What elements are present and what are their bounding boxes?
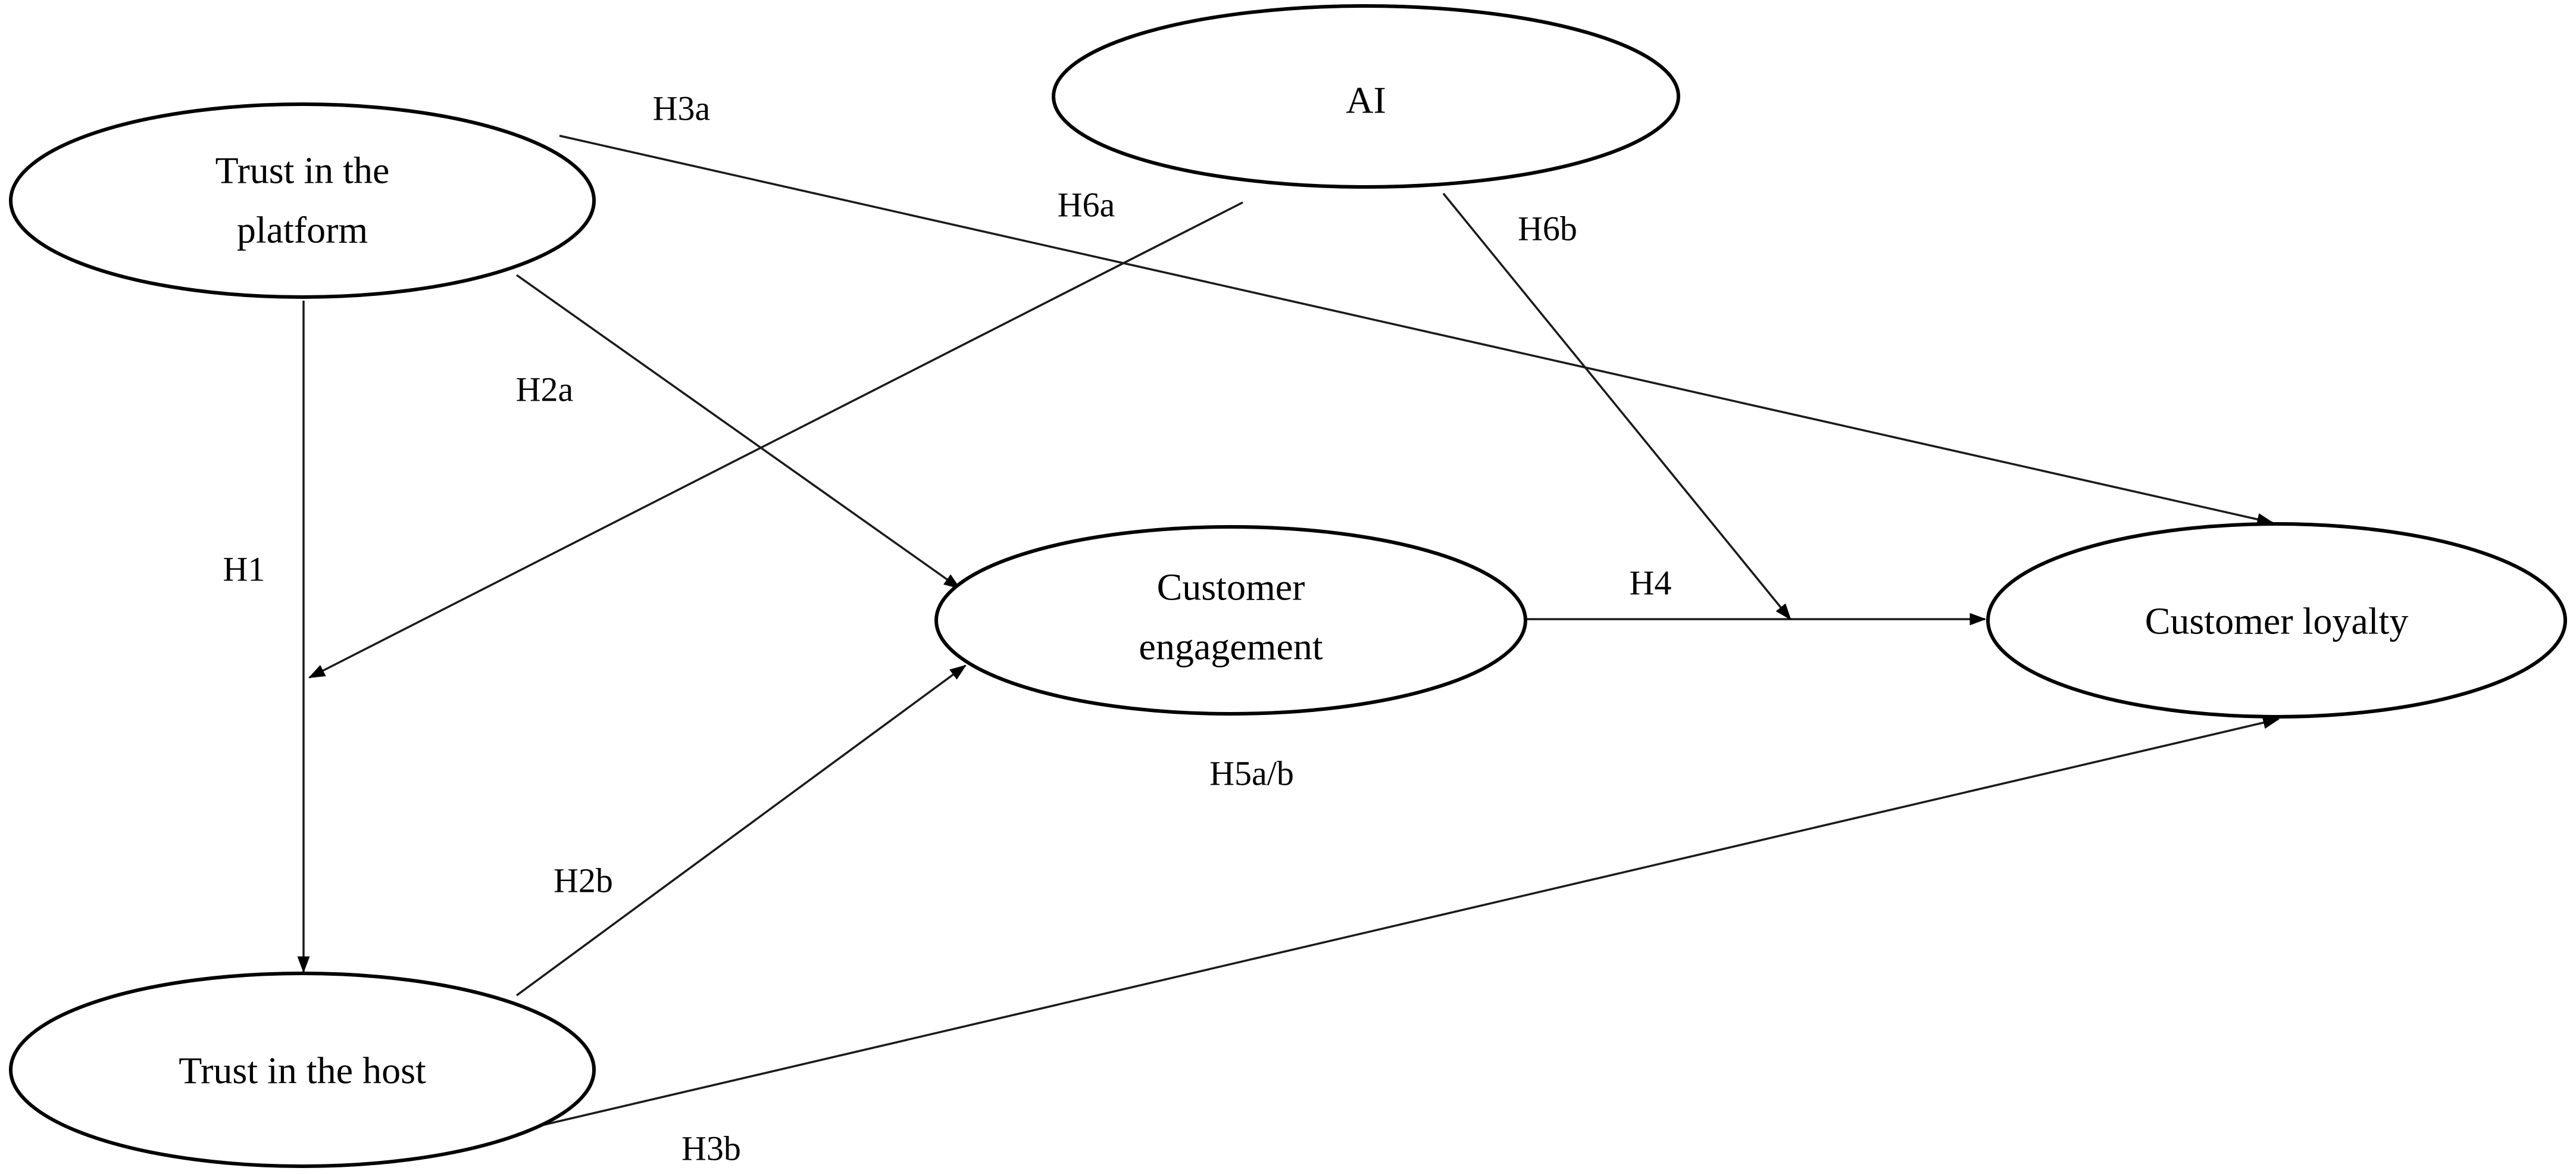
edge-label-h3b: H3b — [681, 1129, 741, 1167]
node-trust-in-the-host: Trust in the host — [9, 972, 596, 1168]
node-customer-loyalty-label: Customer loyalty — [2145, 600, 2409, 642]
edge-label-h5: H5a/b — [1209, 754, 1294, 792]
node-ai-label: AI — [1346, 79, 1386, 121]
node-trust-in-the-platform-line2: platform — [237, 209, 368, 251]
edge-h2b — [515, 664, 967, 997]
edge-label-h6b: H6b — [1518, 209, 1577, 248]
edge-h6b — [1442, 192, 1792, 620]
edge-h6a — [308, 201, 1243, 679]
edge-label-h6a: H6a — [1058, 185, 1115, 224]
node-customer-engagement-line1: Customer — [1157, 566, 1305, 608]
node-customer-engagement: Customer engagement — [934, 525, 1527, 716]
node-customer-loyalty: Customer loyalty — [1986, 522, 2567, 719]
edge-h3a — [559, 135, 2274, 526]
edge-label-h3a: H3a — [653, 89, 711, 127]
node-trust-in-the-host-label: Trust in the host — [179, 1050, 426, 1092]
edge-label-h4: H4 — [1630, 563, 1672, 602]
edge-h2a — [515, 274, 961, 589]
edge-label-h2b: H2b — [554, 861, 613, 900]
edge-label-h1: H1 — [223, 549, 265, 588]
node-customer-engagement-line2: engagement — [1139, 626, 1323, 668]
edge-h3b — [516, 716, 2280, 1132]
node-trust-in-the-platform: Trust in the platform — [9, 102, 596, 299]
edge-label-h2a: H2a — [516, 370, 574, 408]
node-trust-in-the-platform-line1: Trust in the — [215, 149, 390, 192]
node-ai: AI — [1052, 4, 1680, 189]
